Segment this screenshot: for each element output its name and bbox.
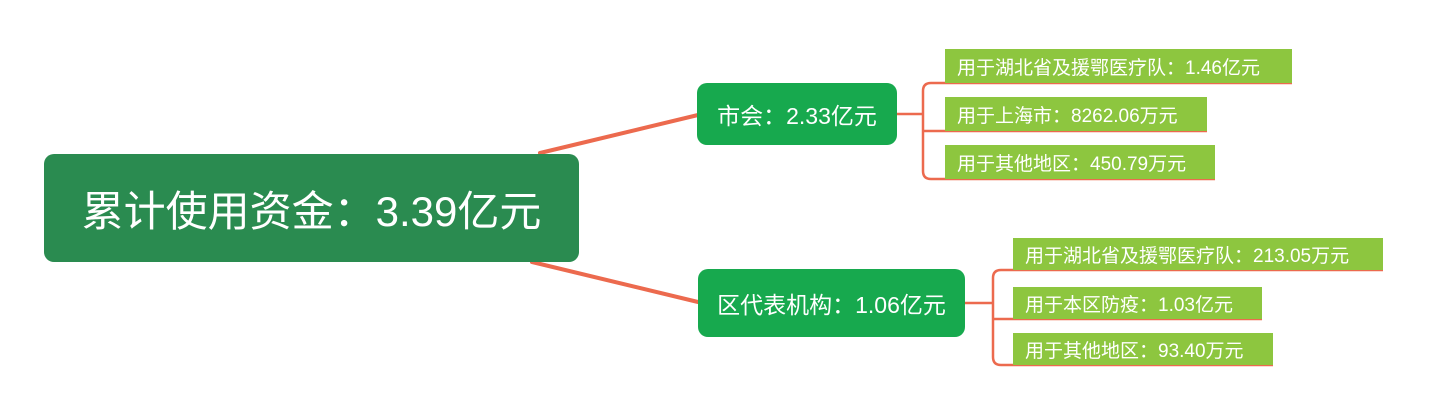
leaf-node-label: 用于其他地区：450.79万元 bbox=[957, 153, 1187, 175]
leaf-node-label: 用于本区防疫：1.03亿元 bbox=[1025, 294, 1233, 316]
leaf-node-shanghai[interactable]: 用于上海市：8262.06万元 bbox=[945, 97, 1207, 131]
branch-node-district-offices[interactable]: 区代表机构：1.06亿元 bbox=[698, 269, 965, 337]
leaf-node-hubei-medical-team-2[interactable]: 用于湖北省及援鄂医疗队：213.05万元 bbox=[1013, 238, 1383, 270]
leaf-node-district-epidemic[interactable]: 用于本区防疫：1.03亿元 bbox=[1013, 287, 1262, 319]
leaf-node-label: 用于湖北省及援鄂医疗队：1.46亿元 bbox=[957, 57, 1260, 79]
edge-root-to-branch2 bbox=[530, 260, 700, 304]
branch-node-city-council[interactable]: 市会：2.33亿元 bbox=[697, 83, 897, 145]
leaf-node-hubei-medical-team-1[interactable]: 用于湖北省及援鄂医疗队：1.46亿元 bbox=[945, 49, 1292, 83]
root-node-label: 累计使用资金：3.39亿元 bbox=[81, 187, 542, 235]
leaf-node-other-regions-1[interactable]: 用于其他地区：450.79万元 bbox=[945, 145, 1215, 179]
root-node[interactable]: 累计使用资金：3.39亿元 bbox=[44, 154, 579, 262]
leaf-node-other-regions-2[interactable]: 用于其他地区：93.40万元 bbox=[1013, 333, 1273, 365]
leaf-node-label: 用于其他地区：93.40万元 bbox=[1025, 340, 1244, 362]
leaf-node-label: 用于上海市：8262.06万元 bbox=[957, 105, 1178, 127]
branch-node-label: 市会：2.33亿元 bbox=[717, 103, 877, 129]
leaf-node-label: 用于湖北省及援鄂医疗队：213.05万元 bbox=[1025, 245, 1350, 267]
edge-root-to-branch1 bbox=[538, 113, 700, 155]
branch-node-label: 区代表机构：1.06亿元 bbox=[717, 292, 946, 318]
